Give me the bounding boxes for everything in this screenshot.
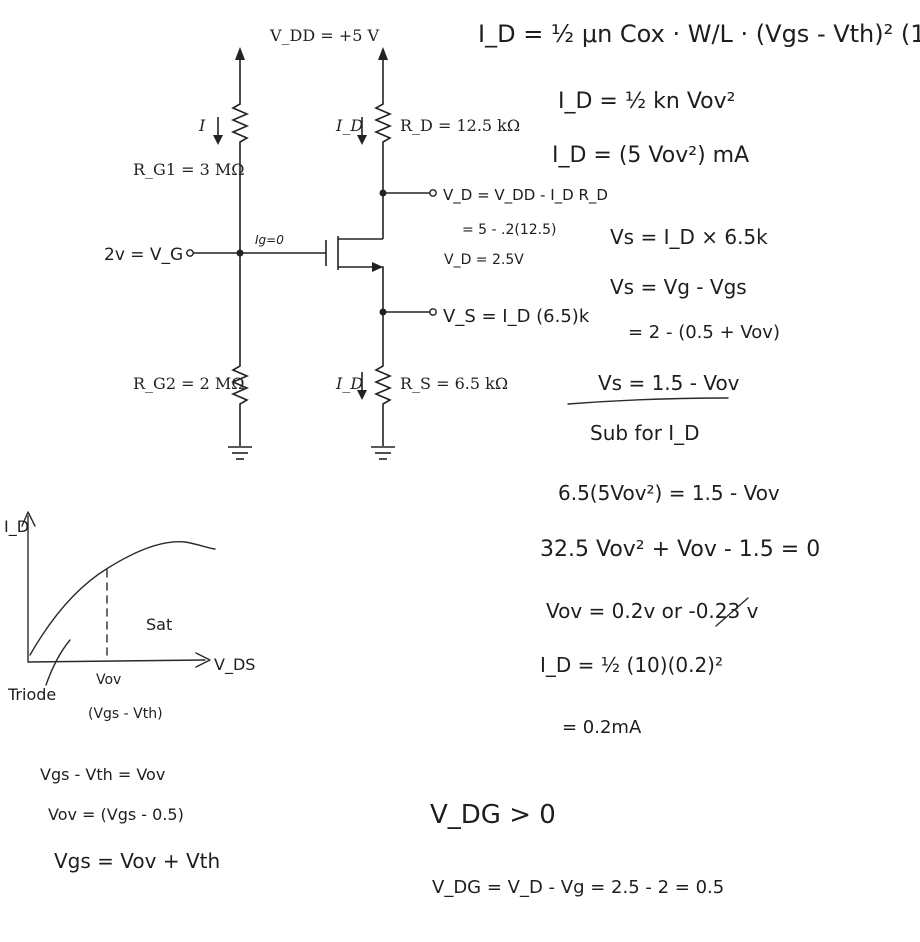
vd-step2: V_D = 2.5V [444, 252, 524, 268]
eq-id-result: = 0.2mA [562, 717, 642, 738]
x-axis-label: V_DS [214, 655, 255, 675]
eq-2: 32.5 Vov² + Vov - 1.5 = 0 [540, 537, 820, 562]
id-vds-graph: I_D V_DS Sat Triode Vov (Vgs - Vth) [4, 511, 255, 722]
current-i-label: I [198, 116, 206, 135]
vdd-arrow-right [378, 47, 388, 60]
rd-resistor [373, 100, 393, 145]
ground-icon-right [371, 446, 395, 460]
x-axis-arrowhead [195, 652, 211, 668]
eq-vs-1: Vs = I_D × 6.5k [610, 225, 768, 249]
id-bottom-label: I_D [335, 374, 363, 393]
rg1-resistor [230, 100, 250, 145]
eq-vdg-condition: V_DG > 0 [430, 800, 556, 830]
id-curve [29, 541, 216, 656]
vdd-arrow-left [235, 47, 245, 60]
rg2-label: R_G2 = 2 MΩ [133, 374, 245, 393]
equations-panel: I_D = ½ μn Cox · W/L · (Vgs - Vth)² (1 +… [430, 20, 920, 898]
vov-mark-label: Vov [96, 672, 121, 688]
rd-label: R_D = 12.5 kΩ [400, 116, 520, 135]
rg2-resistor [230, 363, 250, 407]
mosfet-circuit: V_DD = +5 V I R_G1 = 3 MΩ 2v = V_G Ig=0 … [104, 26, 608, 460]
note-1: Vgs - Vth = Vov [40, 765, 165, 784]
vs-label: V_S = I_D (6.5)k [443, 306, 590, 327]
eq-vdg-calc: V_DG = V_D - Vg = 2.5 - 2 = 0.5 [432, 877, 724, 898]
vs-terminal [429, 308, 437, 316]
vg-label: 2v = V_G [104, 245, 183, 265]
id-top-label: I_D [335, 116, 363, 135]
rs-resistor [373, 363, 393, 407]
notes-panel: Vgs - Vth = Vov Vov = (Vgs - 0.5) Vgs = … [40, 765, 220, 873]
id-bottom-arrowhead [357, 390, 367, 400]
ground-icon-left [228, 446, 252, 460]
vdd-label: V_DD = +5 V [269, 26, 379, 45]
rg1-label: R_G1 = 3 MΩ [133, 160, 245, 179]
vd-terminal [429, 189, 437, 197]
vg-terminal [186, 249, 194, 257]
eq-id-full: I_D = ½ μn Cox · W/L · (Vgs - Vth)² (1 +… [478, 20, 920, 48]
nmos-transistor [325, 236, 384, 312]
eq-vs-3: = 2 - (0.5 + Vov) [628, 322, 780, 343]
rs-label: R_S = 6.5 kΩ [400, 374, 508, 393]
eq-id-simple: I_D = ½ kn Vov² [558, 89, 735, 114]
eq-1: 6.5(5Vov²) = 1.5 - Vov [558, 481, 780, 505]
strike-mark [715, 597, 749, 627]
vd-label: V_D = V_DD - I_D R_D [443, 186, 608, 205]
y-axis-label: I_D [4, 517, 29, 537]
id-top-arrowhead [357, 135, 367, 145]
y-axis-arrowhead [21, 511, 36, 527]
triode-pointer [45, 639, 71, 686]
ig-note: Ig=0 [255, 233, 284, 247]
note-2: Vov = (Vgs - 0.5) [48, 805, 184, 824]
divider-line [567, 397, 729, 405]
note-3: Vgs = Vov + Vth [54, 849, 220, 873]
eq-vs-4: Vs = 1.5 - Vov [598, 371, 740, 395]
eq-vov-solution: Vov = 0.2v or -0.23 v [546, 599, 759, 623]
eq-sub: Sub for I_D [590, 421, 700, 445]
region-triode-label: Triode [7, 685, 56, 704]
x-axis [27, 659, 206, 663]
region-sat-label: Sat [146, 615, 172, 634]
eq-id-numeric: I_D = (5 Vov²) mA [552, 143, 749, 168]
eq-id-calc: I_D = ½ (10)(0.2)² [540, 653, 723, 677]
eq-vs-2: Vs = Vg - Vgs [610, 275, 747, 299]
current-i-arrowhead [213, 135, 223, 145]
vd-step1: = 5 - .2(12.5) [462, 222, 557, 238]
vov-expression: (Vgs - Vth) [88, 706, 163, 722]
